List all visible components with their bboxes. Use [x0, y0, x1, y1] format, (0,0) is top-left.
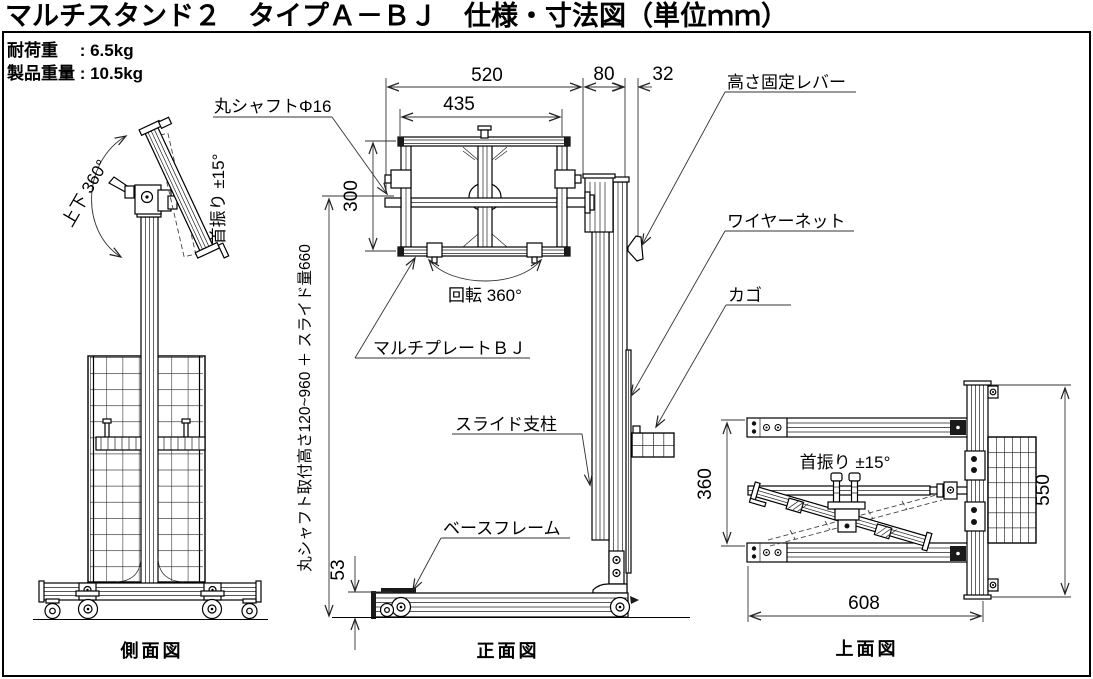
dim-300: 300: [341, 140, 396, 252]
front-basket: [631, 425, 675, 458]
side-view: 上下 360° 首振り ±15° 側面図: [33, 116, 268, 661]
dim-80-text: 80: [593, 64, 614, 85]
label-basket-text: カゴ: [728, 285, 762, 305]
dim-32-text: 32: [652, 64, 673, 85]
side-updown-arc: [91, 135, 128, 258]
dim-550-text: 550: [1033, 474, 1054, 506]
dim-608-text: 608: [848, 593, 880, 614]
top-basket: [987, 436, 1037, 544]
top-view-caption: 上面図: [836, 639, 899, 659]
label-multi-plate-text: マルチプレートＢＪ: [373, 339, 526, 358]
side-multi-plate: [138, 116, 230, 259]
page-title: マルチスタンド２ タイプＡ－ＢＪ 仕様・寸法図（単位ｍｍ）: [5, 0, 788, 31]
dim-435-text: 435: [443, 94, 475, 115]
dim-550: 550: [991, 384, 1071, 598]
dim-360-text: 360: [695, 468, 716, 500]
dim-53: 53: [328, 556, 393, 650]
front-view: 丸シャフト取付高さ120~960 ＋ スライド量660 300 520 80 3…: [213, 64, 856, 661]
side-view-caption: 側面図: [120, 640, 184, 661]
top-column: [963, 380, 999, 600]
front-multi-plate: [384, 125, 582, 264]
dim-shaft-mount-height-text: 丸シャフト取付高さ120~960 ＋ スライド量660: [296, 244, 314, 572]
spec-block: 耐荷重 : 6.5kg 製品重量 : 10.5kg: [6, 40, 143, 83]
dim-520-text: 520: [471, 65, 503, 86]
dim-360: 360: [695, 419, 745, 547]
label-base-frame-text: ベースフレーム: [443, 519, 561, 538]
top-shaft: [929, 481, 969, 500]
front-rotation-label: 回転 360°: [448, 286, 522, 305]
dim-300-text: 300: [341, 180, 362, 212]
label-round-shaft-text: 丸シャフトΦ16: [214, 97, 331, 116]
label-wire-net: ワイヤーネット: [630, 212, 854, 398]
top-rail-lower: [746, 542, 969, 563]
label-slide-post-text: スライド支柱: [455, 415, 557, 434]
dim-shaft-mount-height: 丸シャフト取付高さ120~960 ＋ スライド量660: [296, 195, 394, 618]
height-lock-lever-knob: [627, 235, 644, 262]
top-swing-knobs: [827, 472, 866, 533]
dim-520-80-32: 520 80 32: [385, 64, 674, 243]
spec-load-capacity: 耐荷重 : 6.5kg: [7, 40, 134, 60]
spec-product-weight: 製品重量 : 10.5kg: [6, 63, 143, 83]
side-plate-ghost: [155, 132, 197, 258]
side-updown-label: 上下 360°: [59, 157, 112, 230]
label-base-frame: ベースフレーム: [412, 519, 570, 592]
dim-435: 435: [399, 94, 563, 136]
front-wire-net-edge: [625, 349, 632, 574]
round-shaft-stub: [384, 197, 402, 208]
side-casters: [44, 590, 258, 620]
front-base-frame: [371, 588, 639, 619]
dim-608: 608: [747, 566, 984, 622]
label-wire-net-text: ワイヤーネット: [727, 212, 846, 231]
drawing-border-frame: [2, 31, 1091, 677]
front-view-caption: 正面図: [477, 641, 540, 661]
label-multi-plate: マルチプレートＢＪ: [354, 256, 530, 359]
front-rotation-arc: [427, 258, 543, 282]
dim-53-text: 53: [328, 559, 349, 580]
label-basket: カゴ: [655, 285, 791, 429]
top-view: 首振り ±15° 550 360 608 上面図: [695, 380, 1071, 659]
label-height-lock-lever: 高さ固定レバー: [641, 73, 856, 247]
label-slide-post: スライド支柱: [452, 415, 593, 487]
side-swing-label: 首振り ±15°: [209, 154, 228, 245]
label-round-shaft: 丸シャフトΦ16: [213, 97, 389, 196]
top-rail-upper: [746, 417, 969, 438]
top-swing-label: 首振り ±15°: [800, 453, 891, 472]
side-base: [38, 580, 262, 603]
label-height-lock-lever-text: 高さ固定レバー: [727, 73, 846, 92]
